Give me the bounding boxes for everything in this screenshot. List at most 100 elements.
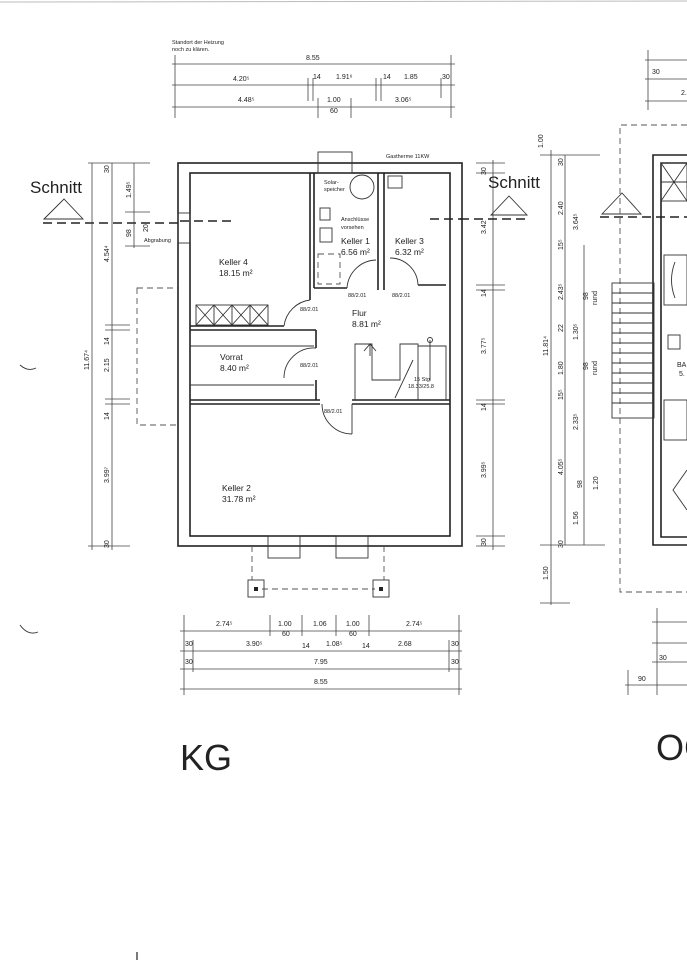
dimension-label: 1.30⁵ bbox=[573, 323, 580, 340]
dimension-label: Keller 2 bbox=[222, 483, 251, 493]
dimension-label: 14 bbox=[104, 412, 111, 420]
dimension-label: Gastherme 11KW bbox=[386, 154, 430, 160]
section-marker-label: Schnitt bbox=[30, 178, 82, 197]
dimension-label: 1.56 bbox=[573, 511, 580, 525]
heating-note-2: noch zu klären. bbox=[172, 47, 210, 53]
dimension-label: 30 bbox=[558, 158, 565, 166]
kg-right-dimensions: 30 3.42 14 3.77⁵ 14 3.99⁵ 30 bbox=[476, 160, 505, 550]
dimension-label: 5. bbox=[679, 371, 685, 378]
floor-title-kg: KG bbox=[180, 737, 232, 778]
dimension-label: 2.15 bbox=[104, 358, 111, 372]
dimension-label: 1.08⁵ bbox=[326, 641, 343, 648]
dimension-label: 18.15 m² bbox=[219, 268, 253, 278]
dimension-label: 3.90⁵ bbox=[246, 641, 263, 648]
dimension-label: 7.95 bbox=[314, 659, 328, 666]
dimension-label: 2.74⁵ bbox=[216, 621, 233, 628]
dimension-label: speicher bbox=[324, 187, 345, 193]
dimension-label: 2.74⁵ bbox=[406, 621, 423, 628]
dimension-label: 90 bbox=[638, 676, 646, 683]
dimension-label: 30 bbox=[481, 538, 488, 546]
dimension-label: 14 bbox=[313, 74, 321, 81]
dimension-label: 3.64⁵ bbox=[573, 213, 580, 230]
dimension-label: 30 bbox=[185, 659, 193, 666]
dimension-label: 30 bbox=[652, 69, 660, 76]
dimension-label: 14 bbox=[302, 643, 310, 650]
floor-title-og: OG bbox=[656, 727, 687, 768]
dimension-label: 2. bbox=[681, 90, 687, 97]
dimension-label: 88/2.01 bbox=[348, 293, 366, 299]
dimension-label: 1.91⁶ bbox=[336, 74, 353, 81]
dimension-label: 6.32 m² bbox=[395, 247, 424, 257]
dimension-label: 1.00 bbox=[278, 621, 292, 628]
dimension-label: 14 bbox=[362, 643, 370, 650]
dimension-label: rund bbox=[592, 291, 599, 305]
dimension-label: Flur bbox=[352, 308, 367, 318]
dimension-label: 1.85 bbox=[404, 74, 418, 81]
dimension-label: 4.54⁴ bbox=[104, 245, 111, 262]
solar-tank bbox=[349, 174, 375, 200]
door-swing bbox=[283, 299, 311, 327]
dimension-label: vorsehen bbox=[341, 225, 364, 231]
dimension-label: 88/2.01 bbox=[392, 293, 410, 299]
dimension-label: 1.06 bbox=[313, 621, 327, 628]
stairs bbox=[354, 337, 447, 400]
dimension-label: 1.00 bbox=[346, 621, 360, 628]
dimension-label: 98 bbox=[126, 229, 133, 237]
dimension-label: 14 bbox=[481, 289, 488, 297]
section-triangle-icon bbox=[42, 198, 85, 220]
dimension-label: 4.20⁵ bbox=[233, 76, 250, 83]
dimension-label: 88/2.01 bbox=[300, 363, 318, 369]
dimension-label: 1.50 bbox=[543, 566, 550, 580]
dimension-label: 30 bbox=[104, 165, 111, 173]
dimension-label: 6.56 m² bbox=[341, 247, 370, 257]
dimension-label: 14 bbox=[481, 403, 488, 411]
dimension-label: 31.78 m² bbox=[222, 494, 256, 504]
dimension-label: 30 bbox=[104, 540, 111, 548]
dimension-label: 88/2.01 bbox=[324, 409, 342, 415]
kg-bottom-dimensions: 2.74⁵ 1.00 60 1.06 1.00 60 30 2.74⁵ 30 3… bbox=[180, 615, 462, 695]
dimension-label: 1.20 bbox=[593, 476, 600, 490]
dimension-label: 2.40 bbox=[558, 201, 565, 215]
dimension-label: 98 bbox=[583, 292, 590, 300]
dimension-label: 14 bbox=[383, 74, 391, 81]
dimension-label: Anschlüsse bbox=[341, 217, 369, 223]
dimension-label: 98 bbox=[577, 480, 584, 488]
scan-mark bbox=[19, 364, 37, 370]
dimension-label: 3.42 bbox=[481, 220, 488, 234]
dimension-label: 30 bbox=[451, 659, 459, 666]
dimension-label: 18.33/25.8 bbox=[408, 384, 434, 390]
dimension-label: 98 bbox=[583, 362, 590, 370]
dimension-label: 11.67⁴ bbox=[84, 350, 91, 370]
dimension-label: 3.99⁵ bbox=[481, 461, 488, 478]
dimension-label: 2.68 bbox=[398, 641, 412, 648]
dimension-label: Keller 4 bbox=[219, 257, 248, 267]
dimension-label: 11.81⁴ bbox=[543, 336, 550, 356]
dimension-label: 30 bbox=[558, 540, 565, 548]
section-marker-label-og: Schnitt bbox=[488, 173, 540, 192]
dimension-label: Keller 3 bbox=[395, 236, 424, 246]
dimension-label: 1.49⁵ bbox=[126, 181, 133, 198]
dimension-label: 4.05⁵ bbox=[558, 458, 565, 475]
dimension-label: 8.55 bbox=[306, 55, 320, 62]
dimension-label: 30 bbox=[442, 74, 450, 81]
dimension-label: 30 bbox=[451, 641, 459, 648]
dimension-label: 30 bbox=[659, 655, 667, 662]
kg-building: Gastherme 11KW bbox=[177, 151, 463, 598]
dimension-label: 3.99⁷ bbox=[104, 466, 111, 483]
dimension-label: Keller 1 bbox=[341, 236, 370, 246]
dimension-label: 1.80 bbox=[558, 361, 565, 375]
dimension-label: 15⁵ bbox=[558, 389, 565, 400]
dimension-label: BA bbox=[677, 362, 687, 369]
dimension-label: 22 bbox=[558, 324, 565, 332]
dimension-label: 14 bbox=[104, 337, 111, 345]
dimension-label: 30 bbox=[481, 167, 488, 175]
dimension-label: 4.48⁵ bbox=[238, 97, 255, 104]
dimension-label: 30 bbox=[185, 641, 193, 648]
dimension-label: 60 bbox=[349, 631, 357, 638]
dimension-label: Vorrat bbox=[220, 352, 243, 362]
dimension-label: 15 Stg. bbox=[414, 377, 432, 383]
scan-edge bbox=[0, 0, 687, 3]
kg-top-dimensions: Standort der Heizung noch zu klären. 8.5… bbox=[172, 40, 455, 118]
dimension-label: 1.00 bbox=[327, 97, 341, 104]
dimension-label: Solar- bbox=[324, 180, 339, 186]
